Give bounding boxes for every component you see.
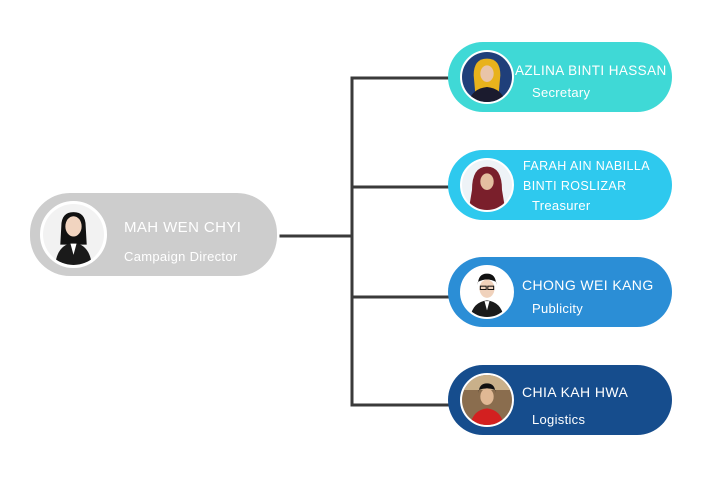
member-role: Treasurer — [532, 198, 591, 213]
director-role: Campaign Director — [124, 249, 238, 264]
treasurer-avatar — [460, 158, 514, 212]
member-node-publicity: CHONG WEI KANG Publicity — [448, 257, 672, 327]
secretary-avatar — [460, 50, 514, 104]
member-name: CHIA KAH HWA — [522, 384, 629, 400]
member-role: Logistics — [532, 412, 586, 427]
member-node-logistics: CHIA KAH HWA Logistics — [448, 365, 672, 435]
member-name-line2: BINTI ROSLIZAR — [523, 179, 627, 193]
member-role: Publicity — [532, 301, 584, 316]
director-node: MAH WEN CHYI Campaign Director — [30, 193, 277, 276]
member-name-line1: FARAH AIN NABILLA — [523, 159, 650, 173]
logistics-avatar — [460, 373, 514, 427]
member-name: CHONG WEI KANG — [522, 277, 654, 293]
member-node-secretary: AZLINA BINTI HASSAN Secretary — [448, 42, 672, 112]
member-role: Secretary — [532, 85, 591, 100]
publicity-avatar — [460, 265, 514, 319]
member-node-treasurer: FARAH AIN NABILLA BINTI ROSLIZAR Treasur… — [448, 150, 672, 220]
director-name: MAH WEN CHYI — [124, 219, 242, 236]
member-name: AZLINA BINTI HASSAN — [515, 63, 667, 78]
director-avatar — [40, 201, 107, 268]
